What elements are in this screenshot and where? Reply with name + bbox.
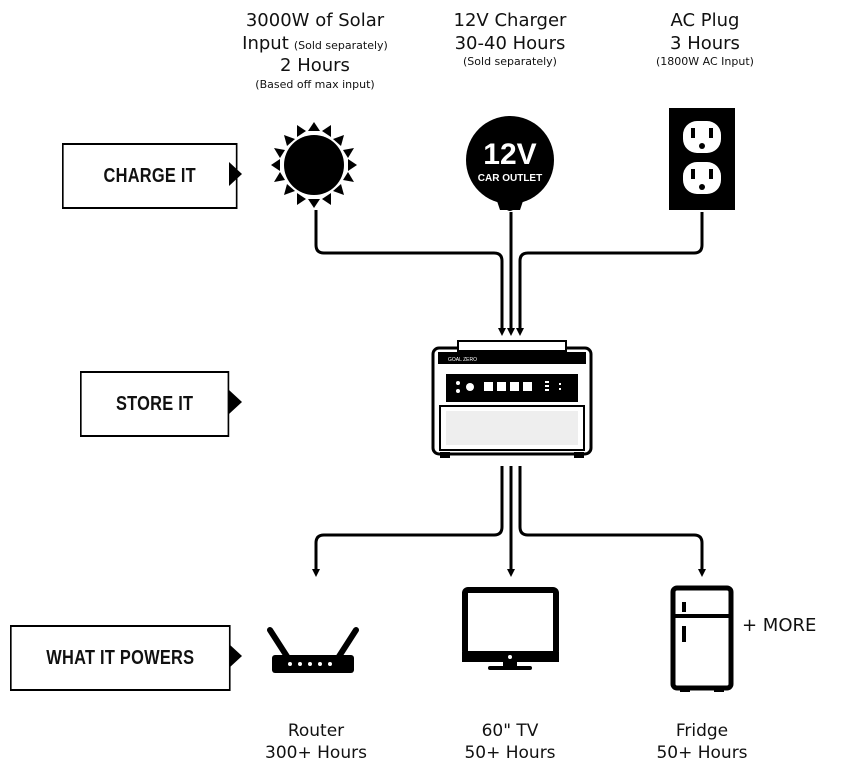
tv-caption: 60" TV 50+ Hours	[430, 720, 590, 764]
solar-caption: 3000W of Solar Input (Sold separately) 2…	[210, 10, 420, 91]
car-line1: 12V Charger	[453, 10, 567, 31]
ac-caption: AC Plug 3 Hours (1800W AC Input)	[630, 10, 780, 69]
ac-line2: 3 Hours	[670, 32, 740, 54]
sun-icon	[271, 122, 357, 208]
solar-line4: (Based off max input)	[255, 77, 375, 91]
tv-name: 60" TV	[481, 721, 539, 741]
stage-charge-pointer	[229, 162, 242, 186]
solar-line2-note: (Sold separately)	[293, 38, 388, 52]
output-wires	[312, 466, 706, 577]
tv-hours: 50+ Hours	[464, 743, 556, 764]
router-name: Router	[287, 721, 345, 741]
stage-power-label: WHAT IT POWERS	[10, 625, 231, 691]
car-outlet-icon: 12V CAR OUTLET	[466, 116, 554, 211]
fridge-hours: 50+ Hours	[656, 743, 748, 764]
more-label: + MORE	[742, 615, 817, 636]
stage-store-pointer	[229, 390, 242, 414]
solar-line3: 2 Hours	[280, 55, 350, 76]
solar-line1: 3000W of Solar	[245, 10, 385, 31]
stage-charge-label: CHARGE IT	[62, 143, 238, 209]
car-caption: 12V Charger 30-40 Hours (Sold separately…	[420, 10, 600, 69]
fridge-icon	[670, 585, 734, 692]
stage-charge-text: CHARGE IT	[103, 164, 196, 187]
fridge-caption: Fridge 50+ Hours	[622, 720, 782, 764]
tv-icon	[462, 587, 559, 670]
stage-power-pointer	[229, 644, 242, 668]
solar-line2: Input	[242, 32, 289, 54]
car-outlet-icon-small: CAR OUTLET	[478, 173, 542, 184]
power-station-icon: GOAL ZERO	[431, 340, 593, 458]
router-caption: Router 300+ Hours	[236, 720, 396, 764]
ac-line3: (1800W AC Input)	[656, 55, 754, 68]
router-icon	[267, 627, 359, 673]
power-station-brand: GOAL ZERO	[448, 357, 477, 363]
stage-store-label: STORE IT	[80, 371, 230, 437]
car-outlet-icon-big: 12V	[483, 138, 536, 171]
ac-line1: AC Plug	[670, 10, 740, 31]
ac-outlet-icon	[669, 108, 735, 210]
car-line3: (Sold separately)	[463, 55, 557, 68]
router-hours: 300+ Hours	[265, 743, 367, 764]
car-line2: 30-40 Hours	[454, 32, 566, 54]
stage-store-text: STORE IT	[115, 392, 194, 415]
input-wires	[314, 210, 704, 336]
stage-power-text: WHAT IT POWERS	[46, 646, 195, 669]
fridge-name: Fridge	[675, 721, 729, 741]
